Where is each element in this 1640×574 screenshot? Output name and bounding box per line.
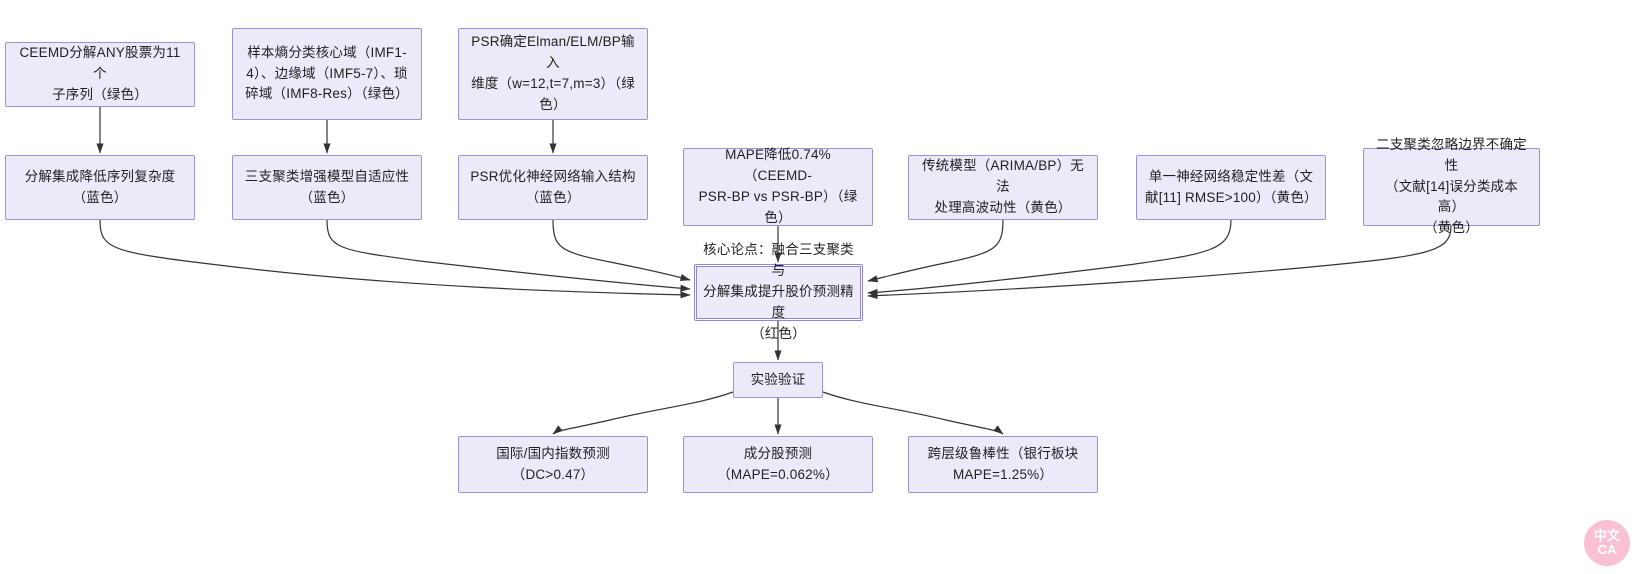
node-label: CEEMD分解ANY股票为11个 子序列（绿色） <box>19 45 181 102</box>
edge-tricluster-core <box>326 219 691 292</box>
node-traditional-models-limitation[interactable]: 传统模型（ARIMA/BP）无法 处理高波动性（黄色） <box>908 155 1098 220</box>
node-cross-level-robustness-result[interactable]: 跨层级鲁棒性（银行板块 MAPE=1.25%） <box>908 436 1098 493</box>
node-label: 单一神经网络稳定性差（文 献[11] RMSE>100）（黄色） <box>1145 168 1318 205</box>
node-decomposition-reduces-complexity[interactable]: 分解集成降低序列复杂度 （蓝色） <box>5 155 195 220</box>
node-label: 国际/国内指数预测 （DC>0.47） <box>496 445 610 482</box>
watermark-badge: 中文 CA <box>1584 520 1630 566</box>
edge-decomp-core <box>99 219 691 299</box>
node-ceemd-decomposition[interactable]: CEEMD分解ANY股票为11个 子序列（绿色） <box>5 42 195 107</box>
node-component-stock-forecast-result[interactable]: 成分股预测 （MAPE=0.062%） <box>683 436 873 493</box>
node-label: 三支聚类增强模型自适应性 （蓝色） <box>244 168 410 205</box>
node-label: PSR优化神经网络输入结构 （蓝色） <box>470 168 636 205</box>
node-index-forecast-result[interactable]: 国际/国内指数预测 （DC>0.47） <box>458 436 648 493</box>
node-label: 二支聚类忽略边界不确定性 （文献[14]误分类成本高） （黄色） <box>1376 136 1527 236</box>
edge-verify-index <box>552 391 734 435</box>
watermark-label: 中文 CA <box>1593 528 1620 557</box>
node-label: 核心论点：融合三支聚类与 分解集成提升股价预测精度 （红色） <box>703 242 854 341</box>
node-two-way-clustering-limitation[interactable]: 二支聚类忽略边界不确定性 （文献[14]误分类成本高） （黄色） <box>1363 137 1540 235</box>
node-psr-input-dimension[interactable]: PSR确定Elman/ELM/BP输入 维度（w=12,t=7,m=3）（绿 色… <box>458 28 648 120</box>
edge-singlenn-core <box>867 219 1232 296</box>
node-label: 传统模型（ARIMA/BP）无法 处理高波动性（黄色） <box>921 158 1084 215</box>
node-psr-optimizes-input-structure[interactable]: PSR优化神经网络输入结构 （蓝色） <box>458 155 648 220</box>
edge-psrstruct-core <box>552 219 691 282</box>
node-experimental-verification[interactable]: 实验验证 <box>733 362 823 398</box>
node-label: 分解集成降低序列复杂度 （蓝色） <box>24 168 176 205</box>
edge-twoway-core <box>867 225 1452 300</box>
node-label: 成分股预测 （MAPE=0.062%） <box>717 445 839 482</box>
node-single-network-instability[interactable]: 单一神经网络稳定性差（文 献[11] RMSE>100）（黄色） <box>1136 155 1326 220</box>
node-sample-entropy-classification[interactable]: 样本熵分类核心域（IMF1- 4）、边缘域（IMF5-7）、琐 碎域（IMF8-… <box>232 28 422 120</box>
edge-verify-robust <box>822 391 1004 435</box>
node-core-claim[interactable]: 核心论点：融合三支聚类与 分解集成提升股价预测精度 （红色） <box>694 242 863 341</box>
edge-arima-core <box>867 219 1004 283</box>
node-label: PSR确定Elman/ELM/BP输入 维度（w=12,t=7,m=3）（绿 色… <box>471 34 635 112</box>
node-label: MAPE降低0.74%（CEEMD- PSR-BP vs PSR-BP）（绿 色… <box>698 147 858 225</box>
node-label: 实验验证 <box>750 371 806 387</box>
node-label: 样本熵分类核心域（IMF1- 4）、边缘域（IMF5-7）、琐 碎域（IMF8-… <box>245 44 409 102</box>
node-label: 跨层级鲁棒性（银行板块 MAPE=1.25%） <box>927 445 1079 482</box>
node-mape-reduction[interactable]: MAPE降低0.74%（CEEMD- PSR-BP vs PSR-BP）（绿 色… <box>683 147 873 226</box>
node-three-way-clustering-adaptivity[interactable]: 三支聚类增强模型自适应性 （蓝色） <box>232 155 422 220</box>
